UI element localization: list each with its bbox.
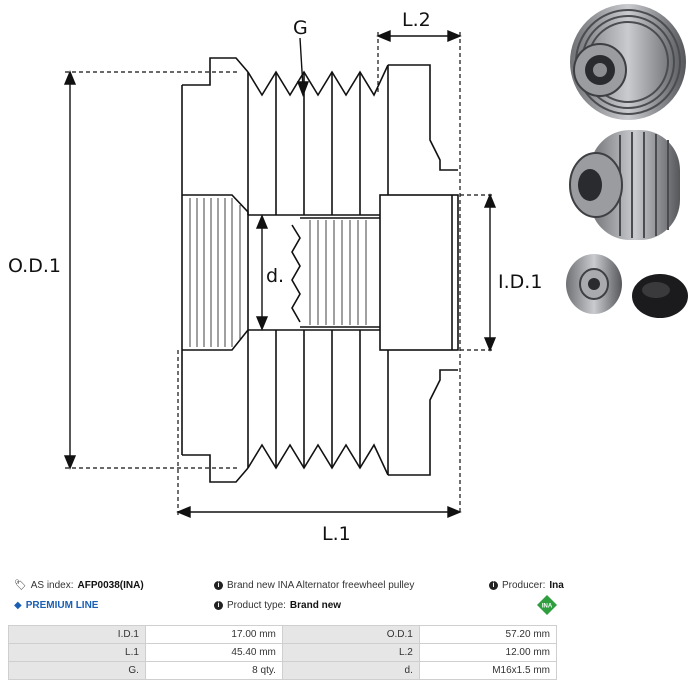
spec-key: I.D.1 xyxy=(8,625,146,644)
label-g: G xyxy=(293,17,308,39)
product-type-value: Brand new xyxy=(289,600,342,611)
spec-key: G. xyxy=(8,661,146,680)
pulley-photo-front xyxy=(570,4,686,120)
ina-logo-shape: INA xyxy=(537,595,557,615)
info-icon: i xyxy=(214,581,223,590)
spec-key: O.D.1 xyxy=(281,625,420,644)
spec-key: d. xyxy=(281,661,420,680)
ina-logo-icon: INA xyxy=(536,594,558,616)
pulley-photo-with-cap xyxy=(566,254,688,318)
product-info: 🏷 AS index: AFP0038(INA) i Brand new INA… xyxy=(0,574,689,624)
description-text: Brand new INA Alternator freewheel pulle… xyxy=(227,580,415,591)
as-index-label: AS index: xyxy=(30,580,74,591)
specs-table: I.D.1 17.00 mm O.D.1 57.20 mm L.1 45.40 … xyxy=(8,625,558,680)
diamond-icon: ◆ xyxy=(14,600,22,611)
spec-key: L.2 xyxy=(281,643,420,662)
spec-value: 45.40 mm xyxy=(144,643,283,662)
info-icon: i xyxy=(489,581,498,590)
label-l2: L.2 xyxy=(402,9,431,31)
product-photos xyxy=(566,4,688,318)
table-row: L.1 45.40 mm L.2 12.00 mm xyxy=(8,643,558,662)
label-d: d. xyxy=(266,265,284,287)
spec-value: 17.00 mm xyxy=(144,625,283,644)
spec-value: 12.00 mm xyxy=(418,643,558,662)
label-od1: O.D.1 xyxy=(8,255,61,277)
producer-value: Ina xyxy=(549,580,564,591)
svg-text:INA: INA xyxy=(542,604,553,610)
spec-value: 57.20 mm xyxy=(418,625,558,644)
spec-value: M16x1.5 mm xyxy=(418,661,558,680)
table-row: I.D.1 17.00 mm O.D.1 57.20 mm xyxy=(8,625,558,644)
description-row: i Brand new INA Alternator freewheel pul… xyxy=(214,580,414,591)
product-type-label: Product type: xyxy=(227,600,286,611)
producer-row: i Producer: Ina xyxy=(489,580,564,591)
table-row: G. 8 qty. d. M16x1.5 mm xyxy=(8,661,558,680)
as-index-value: AFP0038(INA) xyxy=(77,580,144,591)
pulley-technical-drawing: G L.2 O.D.1 I.D.1 d. L.1 xyxy=(8,9,542,545)
tag-icon: 🏷 xyxy=(14,580,27,591)
info-icon: i xyxy=(214,601,223,610)
spec-key: L.1 xyxy=(8,643,146,662)
spec-value: 8 qty. xyxy=(144,661,283,680)
product-type-row: i Product type: Brand new xyxy=(214,600,341,611)
premium-row: ◆ PREMIUM LINE xyxy=(14,600,98,611)
producer-label: Producer: xyxy=(502,580,546,591)
pulley-photo-side xyxy=(569,130,680,240)
label-l1: L.1 xyxy=(322,523,351,545)
premium-line-label: PREMIUM LINE xyxy=(25,600,99,611)
as-index-row: 🏷 AS index: AFP0038(INA) xyxy=(14,580,144,591)
label-id1: I.D.1 xyxy=(498,271,542,293)
